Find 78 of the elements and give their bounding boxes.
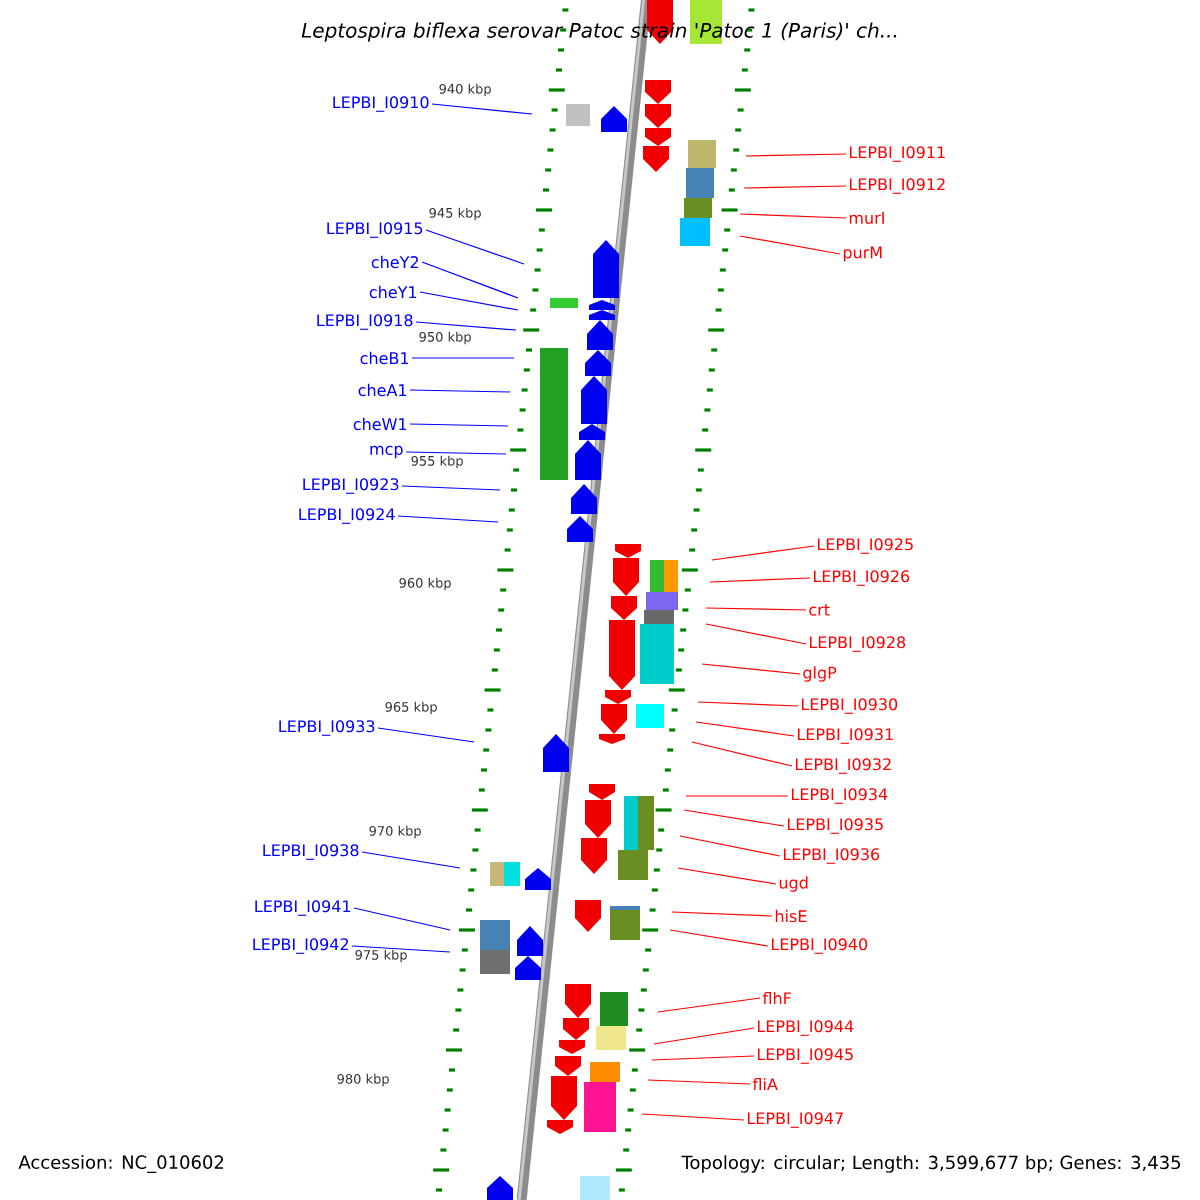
gene-label: LEPBI_I0936	[784, 848, 880, 864]
leader-line	[651, 1055, 755, 1061]
leader-line	[679, 835, 781, 857]
leader-line	[353, 907, 451, 931]
gene-label: LEPBI_I0915	[327, 222, 423, 238]
genome-info-text: Topology: circular; Length: 3,599,677 bp; Genes: 3,435	[679, 1153, 1184, 1175]
gene-label: fliA	[752, 1077, 778, 1091]
gene-label: LEPBI_I0911	[850, 146, 945, 162]
gene-label: LEPBI_I0924	[299, 508, 395, 524]
leader-line	[653, 1027, 755, 1045]
leader-line	[647, 1079, 751, 1085]
gene-label: LEPBI_I0930	[802, 698, 898, 714]
leader-line	[677, 867, 777, 885]
leader-line	[397, 515, 499, 523]
gene-label: LEPBI_I0918	[317, 314, 413, 330]
gene-label: murI	[849, 212, 884, 224]
gene-label: LEPBI_I0925	[818, 538, 913, 554]
leader-line	[361, 851, 461, 869]
leader-line	[705, 623, 807, 645]
leader-line	[409, 423, 509, 427]
leader-line	[415, 321, 517, 331]
leader-line	[739, 235, 841, 255]
gene-label: LEPBI_I0935	[788, 818, 883, 834]
gene-label: flhF	[762, 991, 791, 1005]
leader-line	[421, 261, 519, 299]
gene-label: LEPBI_I0947	[748, 1112, 843, 1128]
leader-line	[701, 663, 801, 675]
leader-line	[377, 727, 475, 743]
gene-label: LEPBI_I0942	[253, 938, 348, 954]
gene-label: LEPBI_I0932	[796, 758, 891, 774]
leader-line	[425, 229, 525, 265]
gene-label: LEPBI_I0938	[263, 844, 359, 860]
leader-line	[709, 577, 811, 583]
leader-line	[683, 809, 785, 827]
leader-line	[419, 291, 519, 311]
gene-label: LEPBI_I0910	[333, 96, 429, 112]
gene-label: LEPBI_I0926	[814, 570, 910, 586]
gene-label: LEPBI_I0928	[810, 636, 906, 652]
gene-label: LEPBI_I0934	[792, 788, 888, 804]
gene-label: cheY2	[371, 255, 418, 269]
leader-line	[685, 795, 789, 797]
leader-line	[411, 357, 515, 359]
leader-line	[743, 185, 847, 189]
gene-label: LEPBI_I0945	[758, 1048, 853, 1064]
leader-line	[401, 485, 501, 491]
accession-text: Accession: NC_010602	[16, 1153, 227, 1175]
gene-label: LEPBI_I0944	[758, 1020, 854, 1036]
gene-label: purM	[843, 246, 882, 262]
leader-line	[351, 945, 451, 953]
leader-line	[405, 451, 507, 455]
gene-label: LEPBI_I0941	[255, 900, 351, 916]
leader-line	[745, 153, 847, 157]
gene-label: cheW1	[353, 417, 407, 431]
leader-line	[657, 997, 761, 1013]
leader-line	[697, 701, 799, 707]
gene-label: hisE	[775, 909, 807, 923]
gene-label: ugd	[779, 876, 808, 892]
leader-line	[431, 103, 533, 115]
gene-label: glgP	[803, 666, 837, 682]
gene-label: LEPBI_I0923	[303, 478, 399, 494]
leader-line	[669, 929, 769, 947]
leader-line	[705, 607, 807, 611]
gene-label: crt	[809, 604, 830, 616]
gene-label: LEPBI_I0912	[850, 178, 945, 194]
gene-label: LEPBI_I0931	[798, 728, 893, 744]
gene-label: cheB1	[360, 351, 409, 365]
leader-line	[641, 1113, 745, 1121]
leader-line	[739, 213, 847, 219]
gene-label: cheY1	[369, 285, 417, 299]
gene-label: mcp	[370, 445, 403, 459]
gene-label: LEPBI_I0940	[772, 938, 868, 954]
leader-line	[695, 721, 795, 737]
leader-line	[409, 389, 511, 393]
leader-line	[671, 911, 773, 917]
gene-label: LEPBI_I0933	[279, 720, 375, 736]
leader-line	[691, 741, 793, 767]
leader-line	[711, 545, 815, 561]
gene-label: cheA1	[358, 383, 407, 397]
